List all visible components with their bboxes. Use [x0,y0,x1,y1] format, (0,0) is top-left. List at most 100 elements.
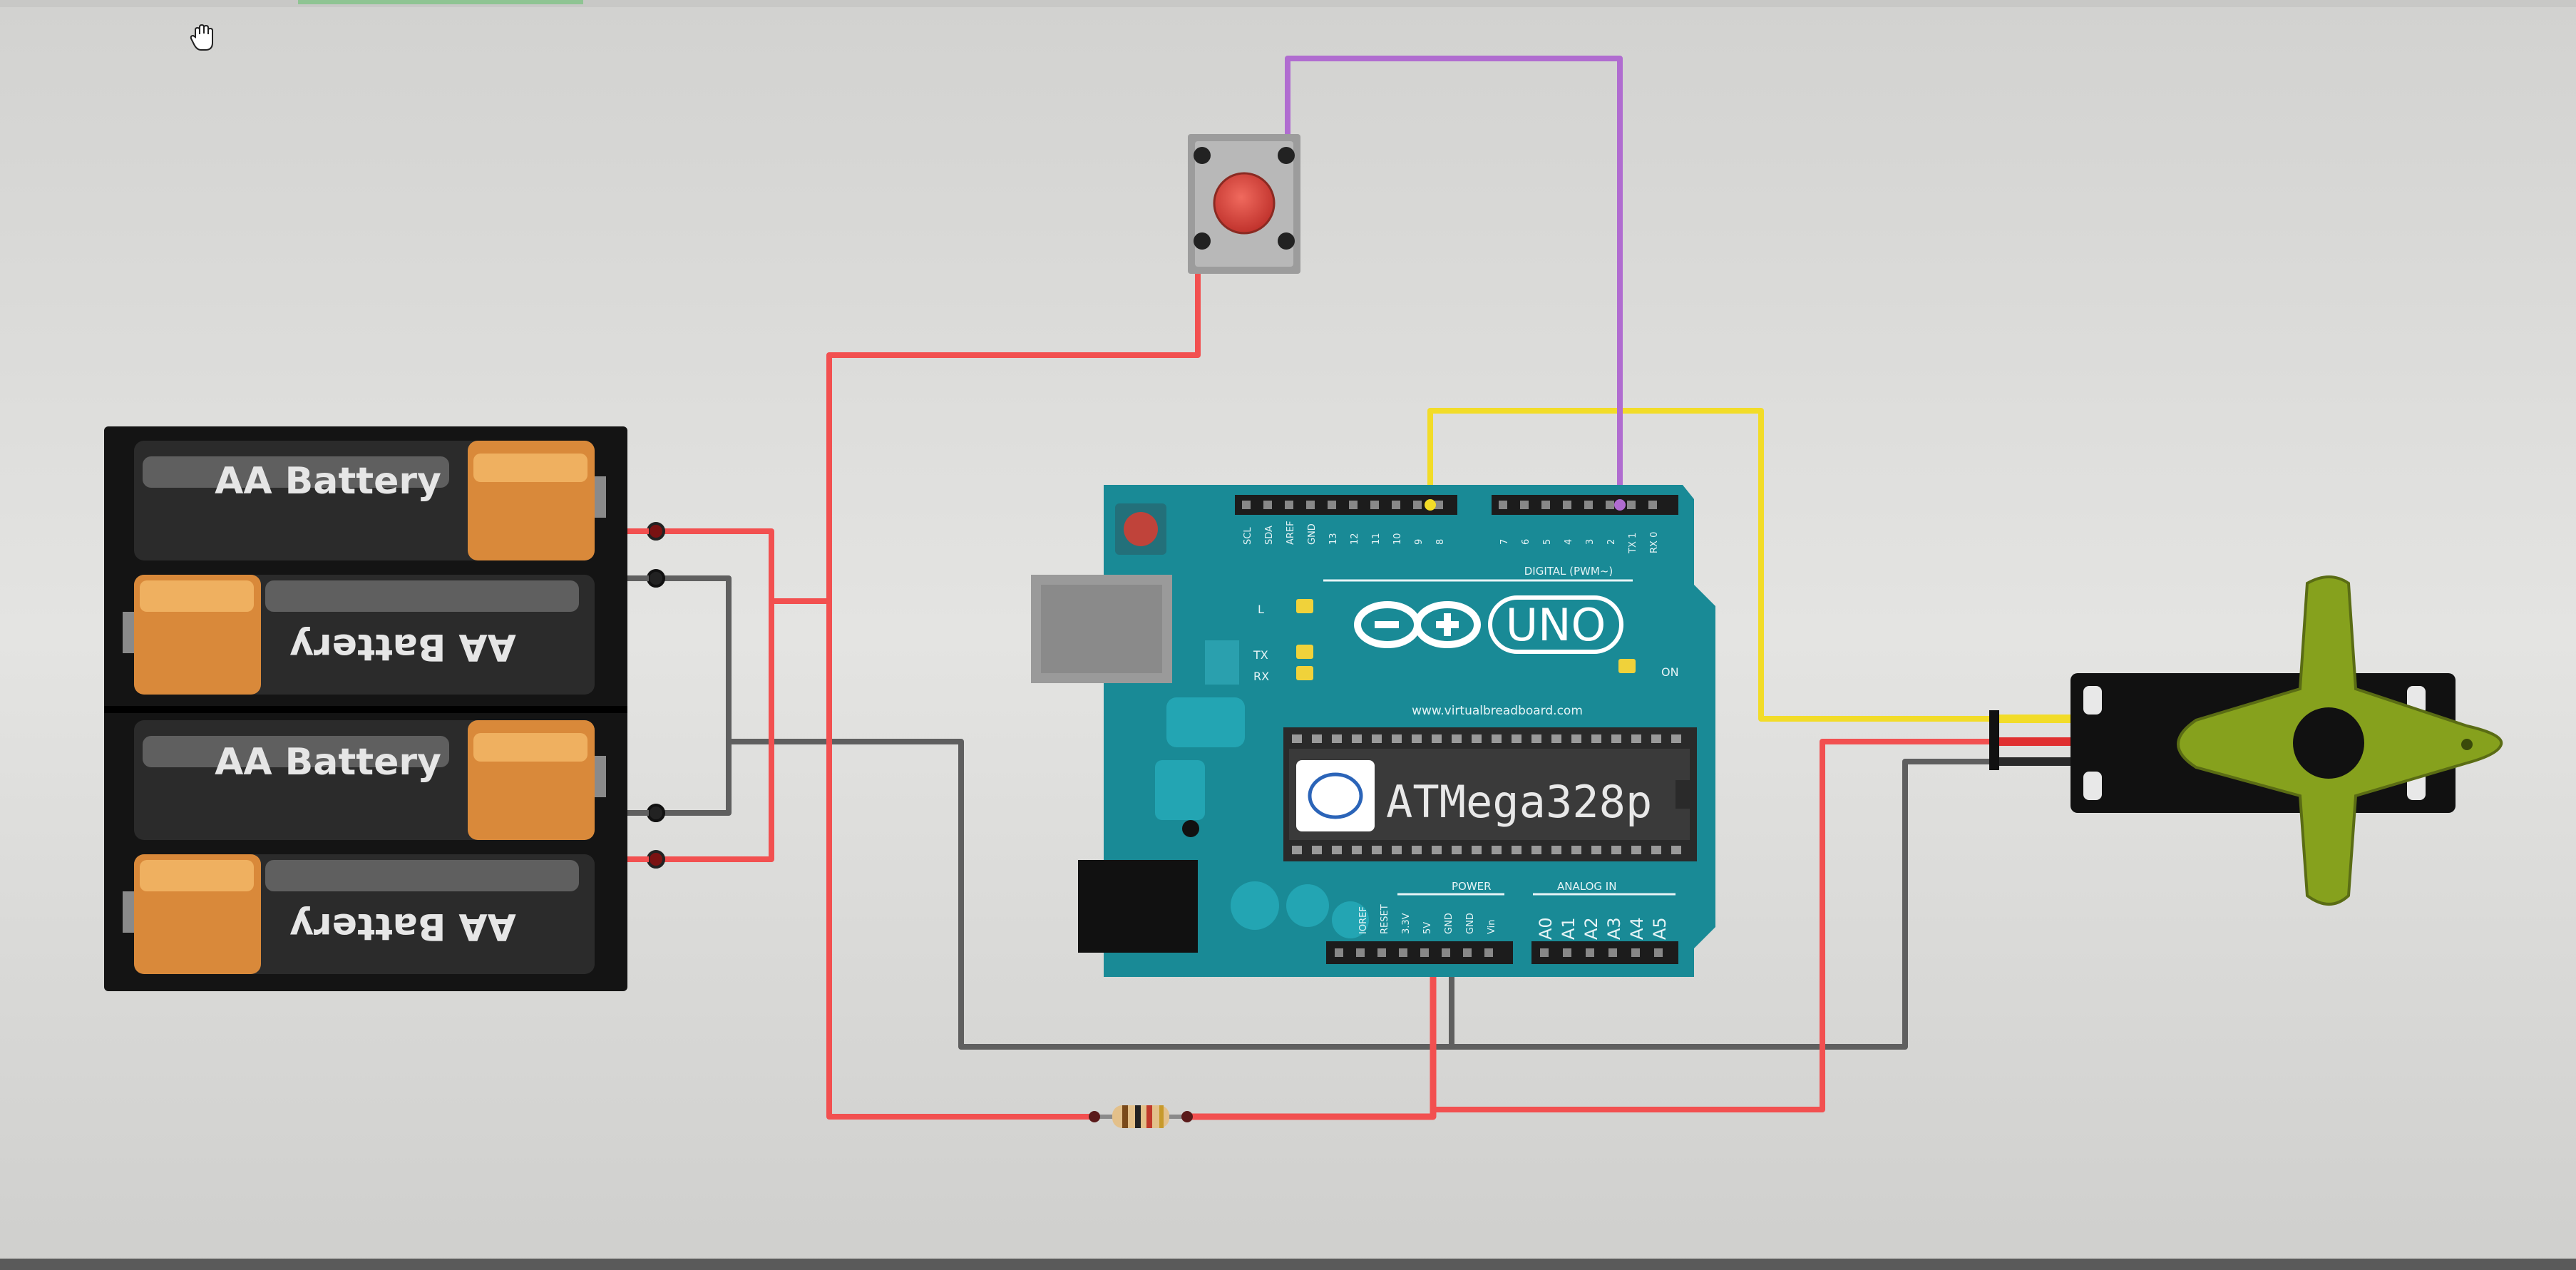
battery-cell-highlight [143,456,449,488]
digital-pin-holes [1242,501,1657,509]
resistor-band [1146,1105,1152,1128]
capacitor [1231,881,1279,930]
pushbutton-cap [1213,172,1276,235]
power-section-label: POWER [1452,880,1492,893]
led-l [1296,599,1313,613]
battery-cell: AA Battery [134,441,606,560]
pin-label: 5 [1542,539,1553,545]
pin-label: A5 [1650,917,1670,940]
pushbutton-pin [1278,232,1295,250]
pushbutton-pin [1194,232,1211,250]
power-pin-labels: IOREF RESET 3.3V 5V GND GND Vin [1358,904,1497,934]
chip-logo-badge [1296,760,1375,831]
board-chip-small [1205,640,1239,685]
battery-cell-cap-shine [473,454,587,482]
arduino-logo-icon [1354,601,1481,648]
top-accent [298,0,583,4]
reset-button[interactable] [1124,512,1158,546]
pin-label: 4 [1564,539,1574,545]
battery-terminal-dot [647,569,665,588]
wire-power-rail-down [826,598,1097,1120]
crystal [1182,820,1199,837]
wire-battery-plus-top [653,528,832,604]
led-rx [1296,666,1313,680]
servo-mount-hole [2083,686,2102,715]
servo [1989,575,2503,906]
battery-terminal-dot [647,522,665,541]
pin-label: IOREF [1358,906,1369,934]
pin-label: AREF [1286,521,1296,545]
battery-cell: AA Battery [123,854,595,974]
wire-power-rail [826,254,1201,604]
battery-cell-label: AA Battery [289,905,516,948]
wire-end [1425,499,1436,511]
servo-horn-hub [2293,707,2364,779]
battery-cell-terminal [123,612,134,653]
battery-cell-label: AA Battery [289,625,516,668]
board-decor [1166,697,1245,747]
pin-label: SDA [1264,526,1275,545]
led-tx [1296,645,1313,659]
battery-cell-cap-shine [140,580,254,612]
battery-cell: AA Battery [134,720,606,840]
power-jack [1078,860,1198,953]
battery-terminal-dot [647,850,665,869]
bottom-edge [0,1259,2576,1270]
usb-port-inner [1041,585,1162,673]
chip-logo-icon [1308,772,1363,819]
capacitor [1332,901,1369,938]
battery-pack: AA Battery AA Battery AA Battery [104,426,665,991]
led-label-l: L [1258,603,1264,616]
hand-cursor-icon [190,24,213,51]
analog-header [1531,941,1678,964]
battery-cell-cap-shine [473,733,587,762]
pin-label: A0 [1536,917,1556,940]
resistor-band [1122,1105,1128,1128]
pin-label: 10 [1392,533,1403,545]
pin-label: A1 [1559,917,1579,940]
pin-label: TX 1 [1628,533,1638,554]
pin-label: SCL [1243,527,1253,545]
battery-cell-terminal [595,476,606,518]
power-pin-holes [1335,948,1663,957]
uno-badge [1488,595,1623,654]
resistor-lead-end [1089,1111,1100,1122]
pin-label: 7 [1499,539,1510,545]
resistor-band [1135,1105,1141,1128]
battery-cell-highlight [143,736,449,767]
digital-section-label: DIGITAL (PWM~) [1524,565,1613,578]
wire-signal-purple [1285,56,1623,511]
resistor-band [1159,1105,1164,1128]
pushbutton-pin [1194,147,1211,164]
led-on [1618,659,1636,673]
wire-resistor-to-5v [1184,959,1437,1120]
digital-pin-labels: SCL SDA AREF GND 13 12 11 10 9 8 7 6 5 4… [1243,521,1660,554]
pin-label: 11 [1371,533,1382,545]
board-decor [1155,760,1205,820]
pin-label: 2 [1606,539,1617,545]
pin-label: A2 [1581,917,1601,940]
servo-horn-hole [2461,739,2473,750]
pin-label: Vin [1487,920,1497,934]
pin-label: 8 [1435,539,1446,545]
battery-terminal-dot [647,804,665,822]
board-url: www.virtualbreadboard.com [1412,704,1583,718]
pin-label: RESET [1380,904,1390,934]
pin-label: 3 [1585,539,1596,545]
pin-label: RX 0 [1649,532,1660,553]
pin-label: GND [1307,523,1318,545]
wire-5v-to-servo [1430,739,1999,1112]
pin-label: GND [1465,913,1476,934]
top-edge [0,0,2576,7]
wire-signal-yellow [1427,408,1999,722]
led-label-rx: RX [1253,670,1269,683]
servo-connector [1989,710,1999,770]
chip-pins [1292,734,1681,854]
pushbutton[interactable] [1188,134,1300,274]
led-label-on: ON [1661,665,1679,679]
analog-pin-labels: A0 A1 A2 A3 A4 A5 [1536,917,1670,940]
pin-label: GND [1444,913,1454,934]
battery-cell: AA Battery [123,575,595,695]
servo-mount-hole [2083,772,2102,800]
